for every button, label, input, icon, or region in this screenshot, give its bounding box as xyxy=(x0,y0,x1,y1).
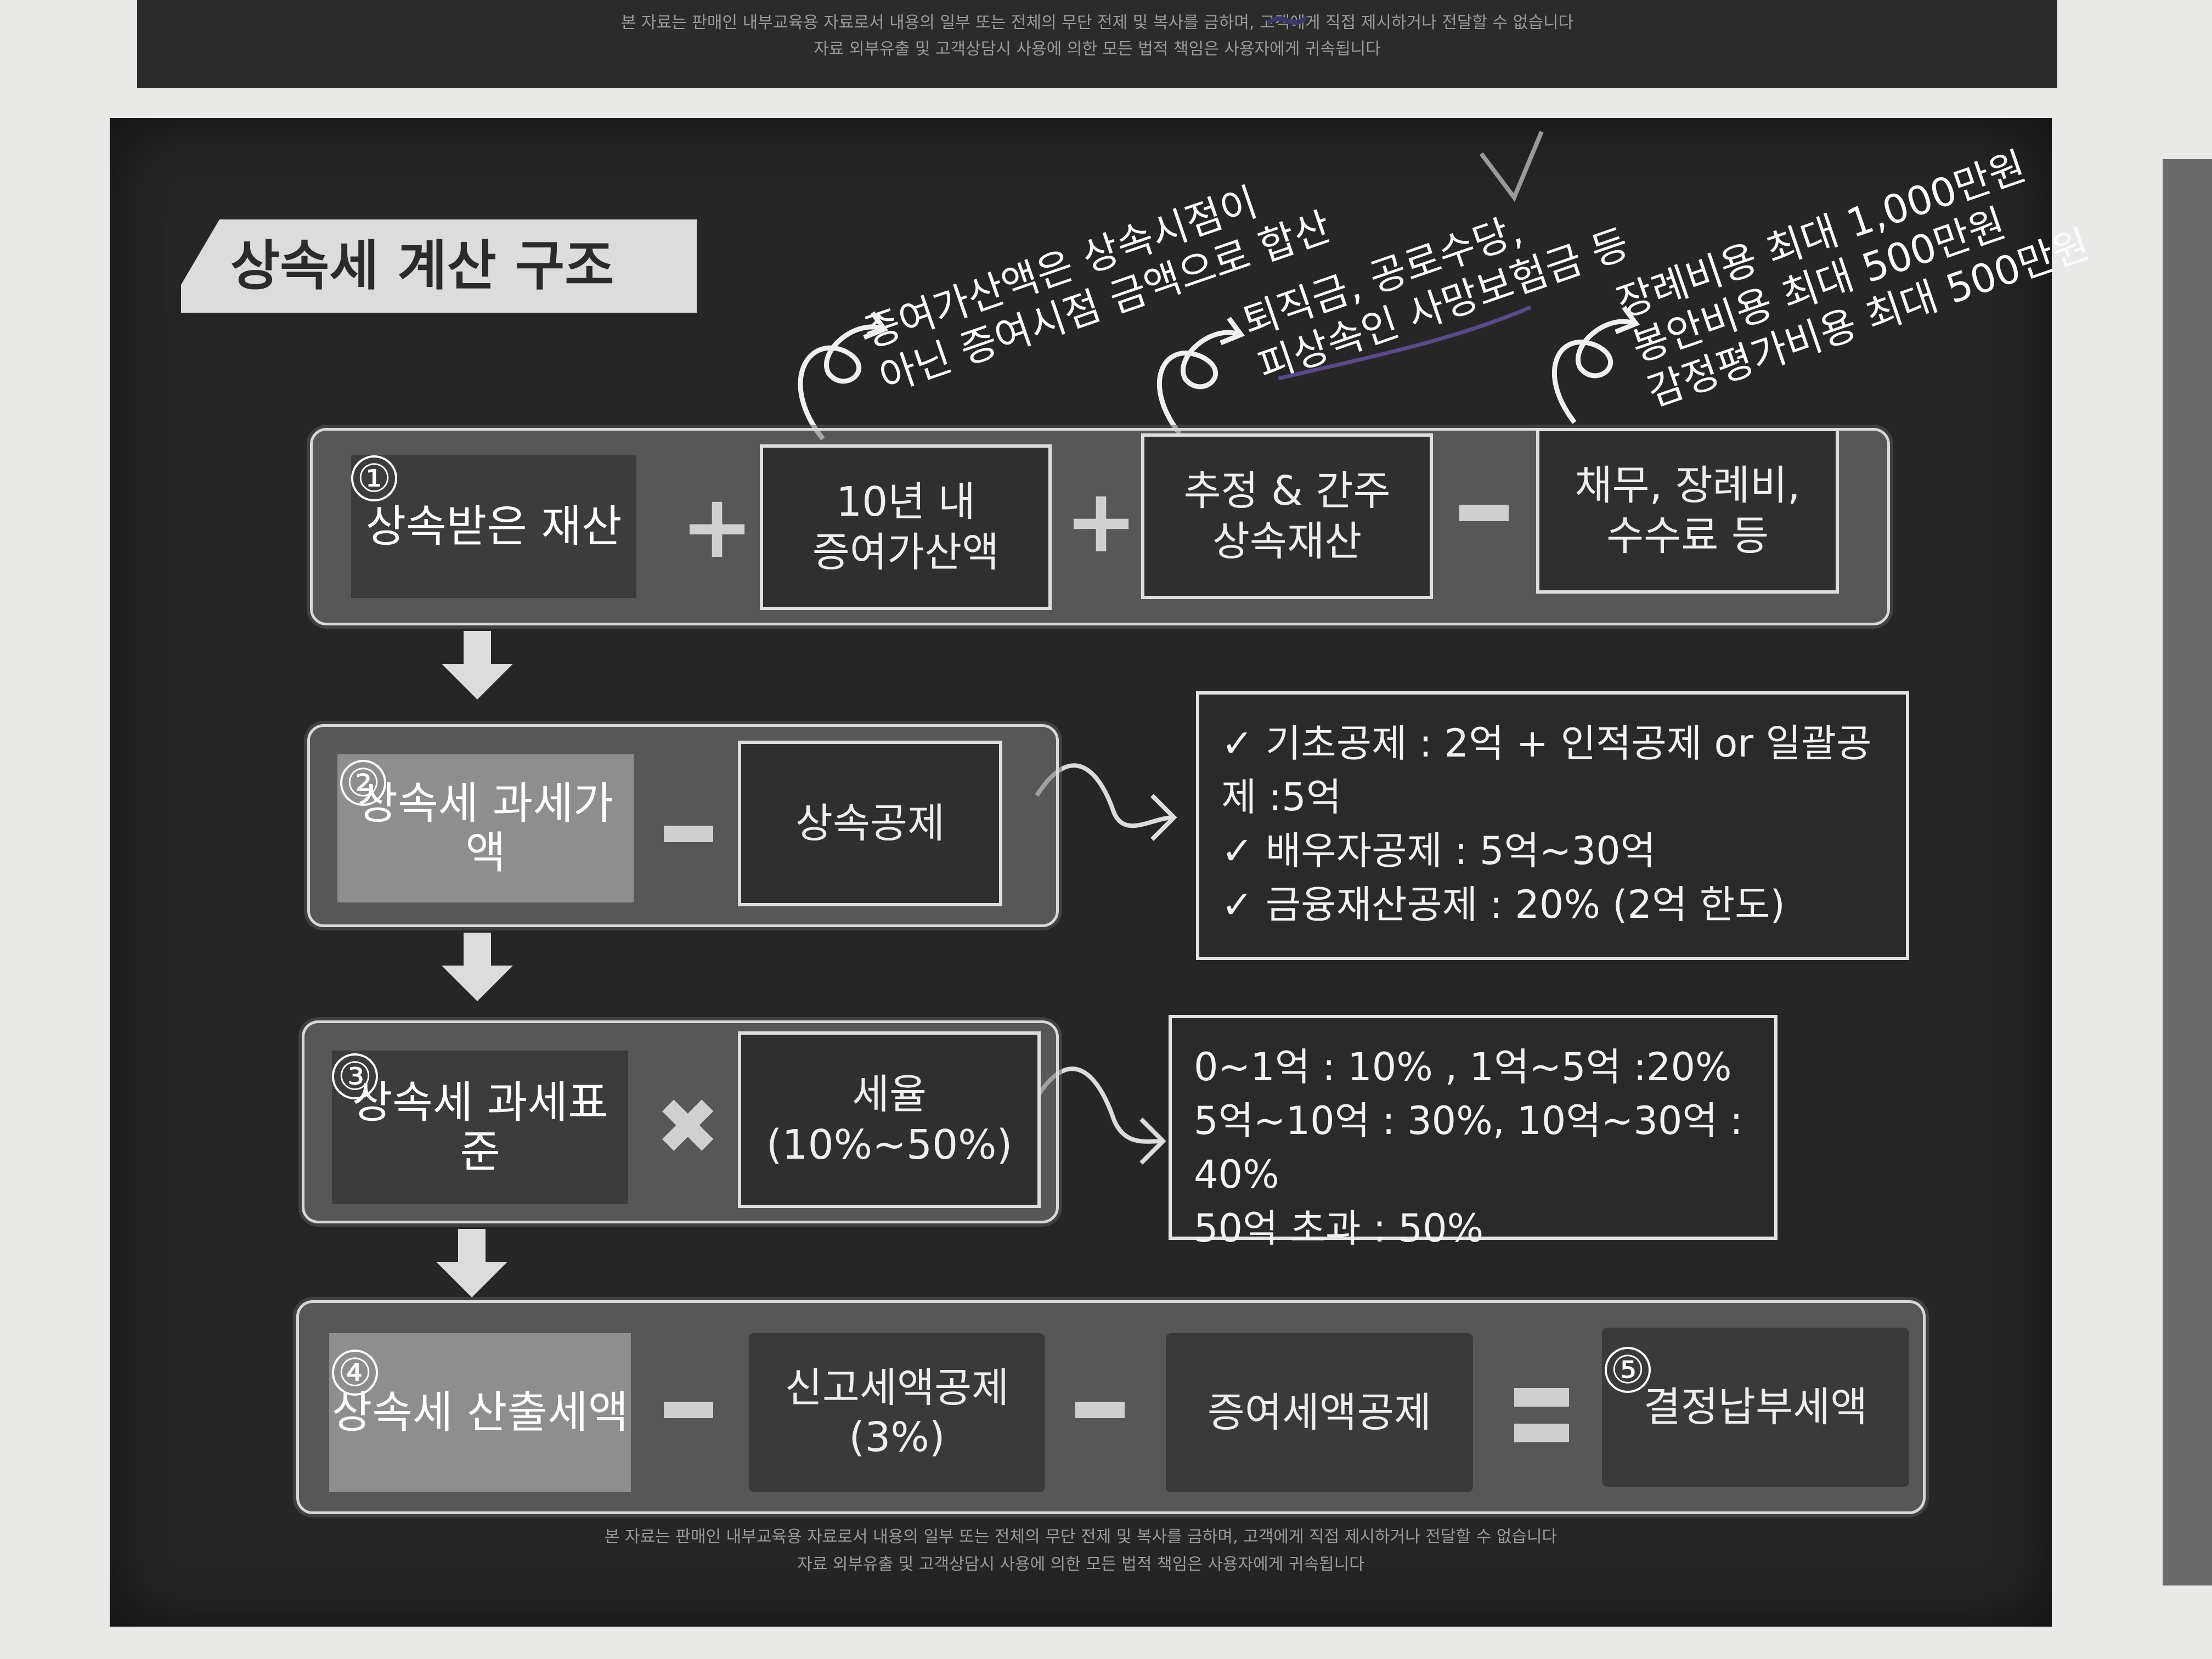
step-4-number: ④ xyxy=(332,1350,378,1396)
curly-arrow-3 xyxy=(1551,319,1636,424)
report-tax-credit-line-1: 신고세액공제 xyxy=(785,1364,1009,1412)
gift-tax-credit-box: 증여세액공제 xyxy=(1166,1333,1473,1492)
down-arrow-3 xyxy=(436,1229,507,1297)
final-tax-box: 결정납부세액 xyxy=(1602,1328,1909,1487)
tax-rate-line-2: (10%~50%) xyxy=(766,1121,1013,1169)
check-mark xyxy=(1479,131,1544,202)
multiply-icon: ✖ xyxy=(656,1082,720,1172)
notice-line-1: 본 자료는 판매인 내부교육용 자료로서 내용의 일부 또는 전체의 무단 전제… xyxy=(620,13,1574,32)
deduction-arrow-head xyxy=(1150,794,1177,841)
title-tag xyxy=(181,219,697,313)
curly-arrow-3-head xyxy=(1615,306,1640,335)
minus-icon-4 xyxy=(1075,1402,1125,1418)
debts-box: 채무, 장례비, 수수료 등 xyxy=(1536,428,1839,594)
curly-arrow-1-head xyxy=(863,311,889,340)
bottom-notice-line-1: 본 자료는 판매인 내부교육용 자료로서 내용의 일부 또는 전체의 무단 전제… xyxy=(604,1527,1558,1547)
deduction-info-box: ✓ 기초공제 : 2억 + 인적공제 or 일괄공제 :5억 ✓ 배우자공제 :… xyxy=(1196,691,1909,960)
deduction-info-line-3: ✓ 금융재산공제 : 20% (2억 한도) xyxy=(1221,882,1785,927)
down-arrow-1 xyxy=(442,631,513,699)
rate-arrow-head xyxy=(1139,1118,1166,1165)
report-tax-credit-box: 신고세액공제 (3%) xyxy=(749,1333,1045,1492)
step-3-number: ③ xyxy=(332,1053,378,1099)
tax-rate-info-line-2: 5억~10억 : 30%, 10억~30억 : 40% xyxy=(1194,1098,1743,1197)
tax-rate-line-1: 세율 xyxy=(851,1071,927,1118)
gift-addition-line-2: 증여가산액 xyxy=(812,529,1000,576)
tax-rate-info-line-3: 50억 초과 : 50% xyxy=(1194,1206,1484,1251)
down-arrow-2 xyxy=(442,933,513,1001)
row-4-lead: 상속세 산출세액 xyxy=(329,1333,631,1492)
row-3-lead: 상속세 과세표준 xyxy=(332,1051,628,1204)
step-1-number: ① xyxy=(351,455,397,501)
equals-icon-bottom xyxy=(1514,1424,1569,1442)
ink-underline xyxy=(1278,305,1532,381)
minus-icon-2 xyxy=(664,826,713,842)
deduction-info-line-1: ✓ 기초공제 : 2억 + 인적공제 or 일괄공제 :5억 xyxy=(1221,721,1872,820)
deduction-arrow xyxy=(1035,763,1175,828)
page-title: 상속세 계산 구조 xyxy=(230,235,614,297)
equals-icon-top xyxy=(1514,1388,1569,1407)
tax-rate-box: 세율 (10%~50%) xyxy=(738,1031,1041,1208)
inheritance-deduction-box: 상속공제 xyxy=(738,741,1002,906)
curly-arrow-2 xyxy=(1156,330,1241,435)
row-2-lead: 상속세 과세가액 xyxy=(337,754,634,902)
title-tag-cut xyxy=(165,219,219,313)
debts-line-1: 채무, 장례비, xyxy=(1575,462,1801,509)
deemed-property-box: 추정 & 간주 상속재산 xyxy=(1141,433,1433,599)
gift-addition-line-1: 10년 내 xyxy=(836,478,975,526)
rate-arrow xyxy=(1035,1066,1164,1144)
deduction-info-line-2: ✓ 배우자공제 : 5억~30억 xyxy=(1221,828,1656,873)
handwriting-scribble: ~ xyxy=(1262,0,1313,54)
curly-arrow-1 xyxy=(798,324,884,441)
step-2-number: ② xyxy=(340,760,386,806)
deemed-property-line-2: 상속재산 xyxy=(1212,518,1362,565)
minus-icon-3 xyxy=(664,1402,713,1418)
tax-rate-info-line-1: 0~1억 : 10% , 1억~5억 :20% xyxy=(1194,1045,1732,1090)
plus-icon-2: + xyxy=(1064,470,1138,572)
minus-icon-1 xyxy=(1459,505,1509,521)
row-1-lead: 상속받은 재산 xyxy=(351,455,636,598)
tax-rate-info-box: 0~1억 : 10% , 1억~5억 :20% 5억~10억 : 30%, 10… xyxy=(1169,1015,1778,1251)
notice-line-2: 자료 외부유출 및 고객상담시 사용에 의한 모든 법적 책임은 사용자에게 귀… xyxy=(814,40,1381,59)
down-arrow-1-shape xyxy=(442,631,513,699)
gift-addition-box: 10년 내 증여가산액 xyxy=(760,444,1052,610)
down-arrow-2-shape xyxy=(442,933,513,1001)
report-tax-credit-line-2: (3%) xyxy=(849,1414,945,1461)
curly-arrow-2-head xyxy=(1220,317,1245,346)
down-arrow-3-shape xyxy=(436,1229,507,1297)
deemed-property-line-1: 추정 & 간주 xyxy=(1183,467,1391,515)
previous-page-strip: 본 자료는 판매인 내부교육용 자료로서 내용의 일부 또는 전체의 무단 전제… xyxy=(137,0,2057,88)
plus-icon-1: + xyxy=(680,475,754,578)
debts-line-2: 수수료 등 xyxy=(1606,512,1769,560)
bottom-notice-line-2: 자료 외부유출 및 고객상담시 사용에 의한 모든 법적 책임은 사용자에게 귀… xyxy=(797,1555,1364,1574)
step-5-number: ⑤ xyxy=(1605,1347,1651,1393)
page-edge xyxy=(2163,159,2212,1585)
